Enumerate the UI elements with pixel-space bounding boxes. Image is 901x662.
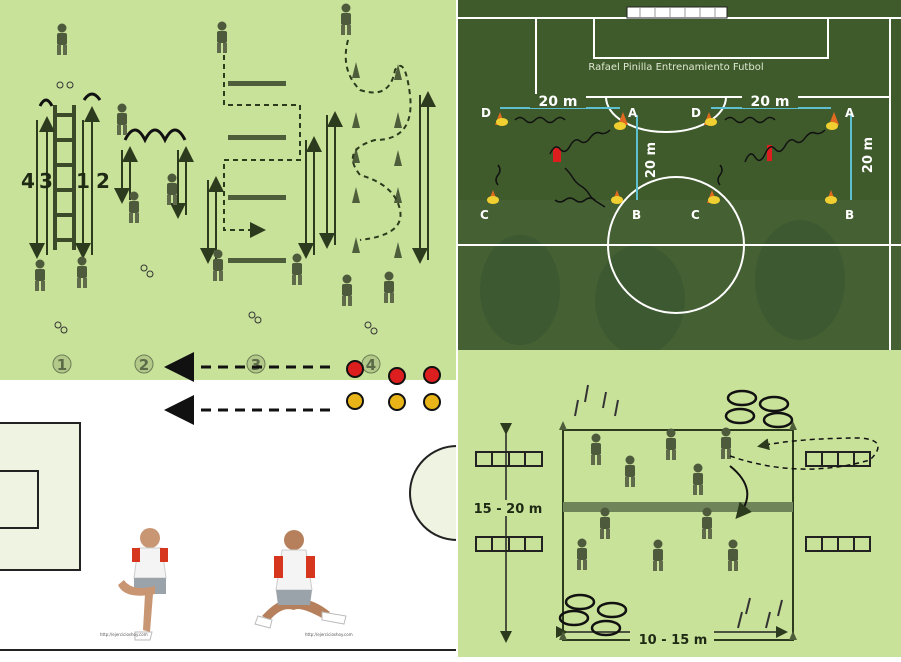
lane-label-1: 1: [76, 169, 90, 193]
point-label-d-left: D: [481, 106, 491, 120]
station-number-2: 2: [139, 356, 149, 374]
point-label-c-right: C: [691, 208, 700, 222]
distance-label-vertical-right: 20 m: [861, 137, 876, 173]
lane-label-2: 2: [96, 169, 110, 193]
lane-label-3: 3: [39, 169, 53, 193]
goal-icon: [627, 7, 727, 18]
dimension-label-width: 10 - 15 m: [639, 633, 708, 648]
bottom-left-panel: http://ejercicioshoy.com http://ejercici…: [0, 361, 457, 657]
image-credit-left: http://ejercicioshoy.com: [100, 632, 148, 637]
pitch-caption: Rafael Pinilla Entrenamiento Futbol: [588, 62, 763, 73]
top-left-panel: 4 3 1 2: [0, 0, 457, 380]
top-right-panel: Rafael Pinilla Entrenamiento Futbol 20 m…: [457, 0, 901, 355]
lane-label-4: 4: [21, 169, 35, 193]
distance-label-horizontal-left: 20 m: [539, 94, 578, 110]
station-number-3: 3: [251, 356, 261, 374]
point-label-d-right: D: [691, 106, 701, 120]
station-number-4: 4: [366, 356, 376, 374]
point-label-a-right: A: [845, 106, 855, 120]
middle-band: [563, 502, 793, 512]
dimension-label-height: 15 - 20 m: [474, 502, 543, 517]
bottom-right-panel: 15 - 20 m 10 - 15 m: [457, 350, 901, 657]
point-label-b-left: B: [632, 208, 641, 222]
point-label-c-left: C: [480, 208, 489, 222]
image-credit-right: http://ejercicioshoy.com: [305, 632, 353, 637]
distance-label-horizontal-right: 20 m: [751, 94, 790, 110]
station-number-1: 1: [57, 356, 67, 374]
distance-label-vertical-left: 20 m: [644, 142, 659, 178]
point-label-a-left: A: [628, 106, 638, 120]
point-label-b-right: B: [845, 208, 854, 222]
